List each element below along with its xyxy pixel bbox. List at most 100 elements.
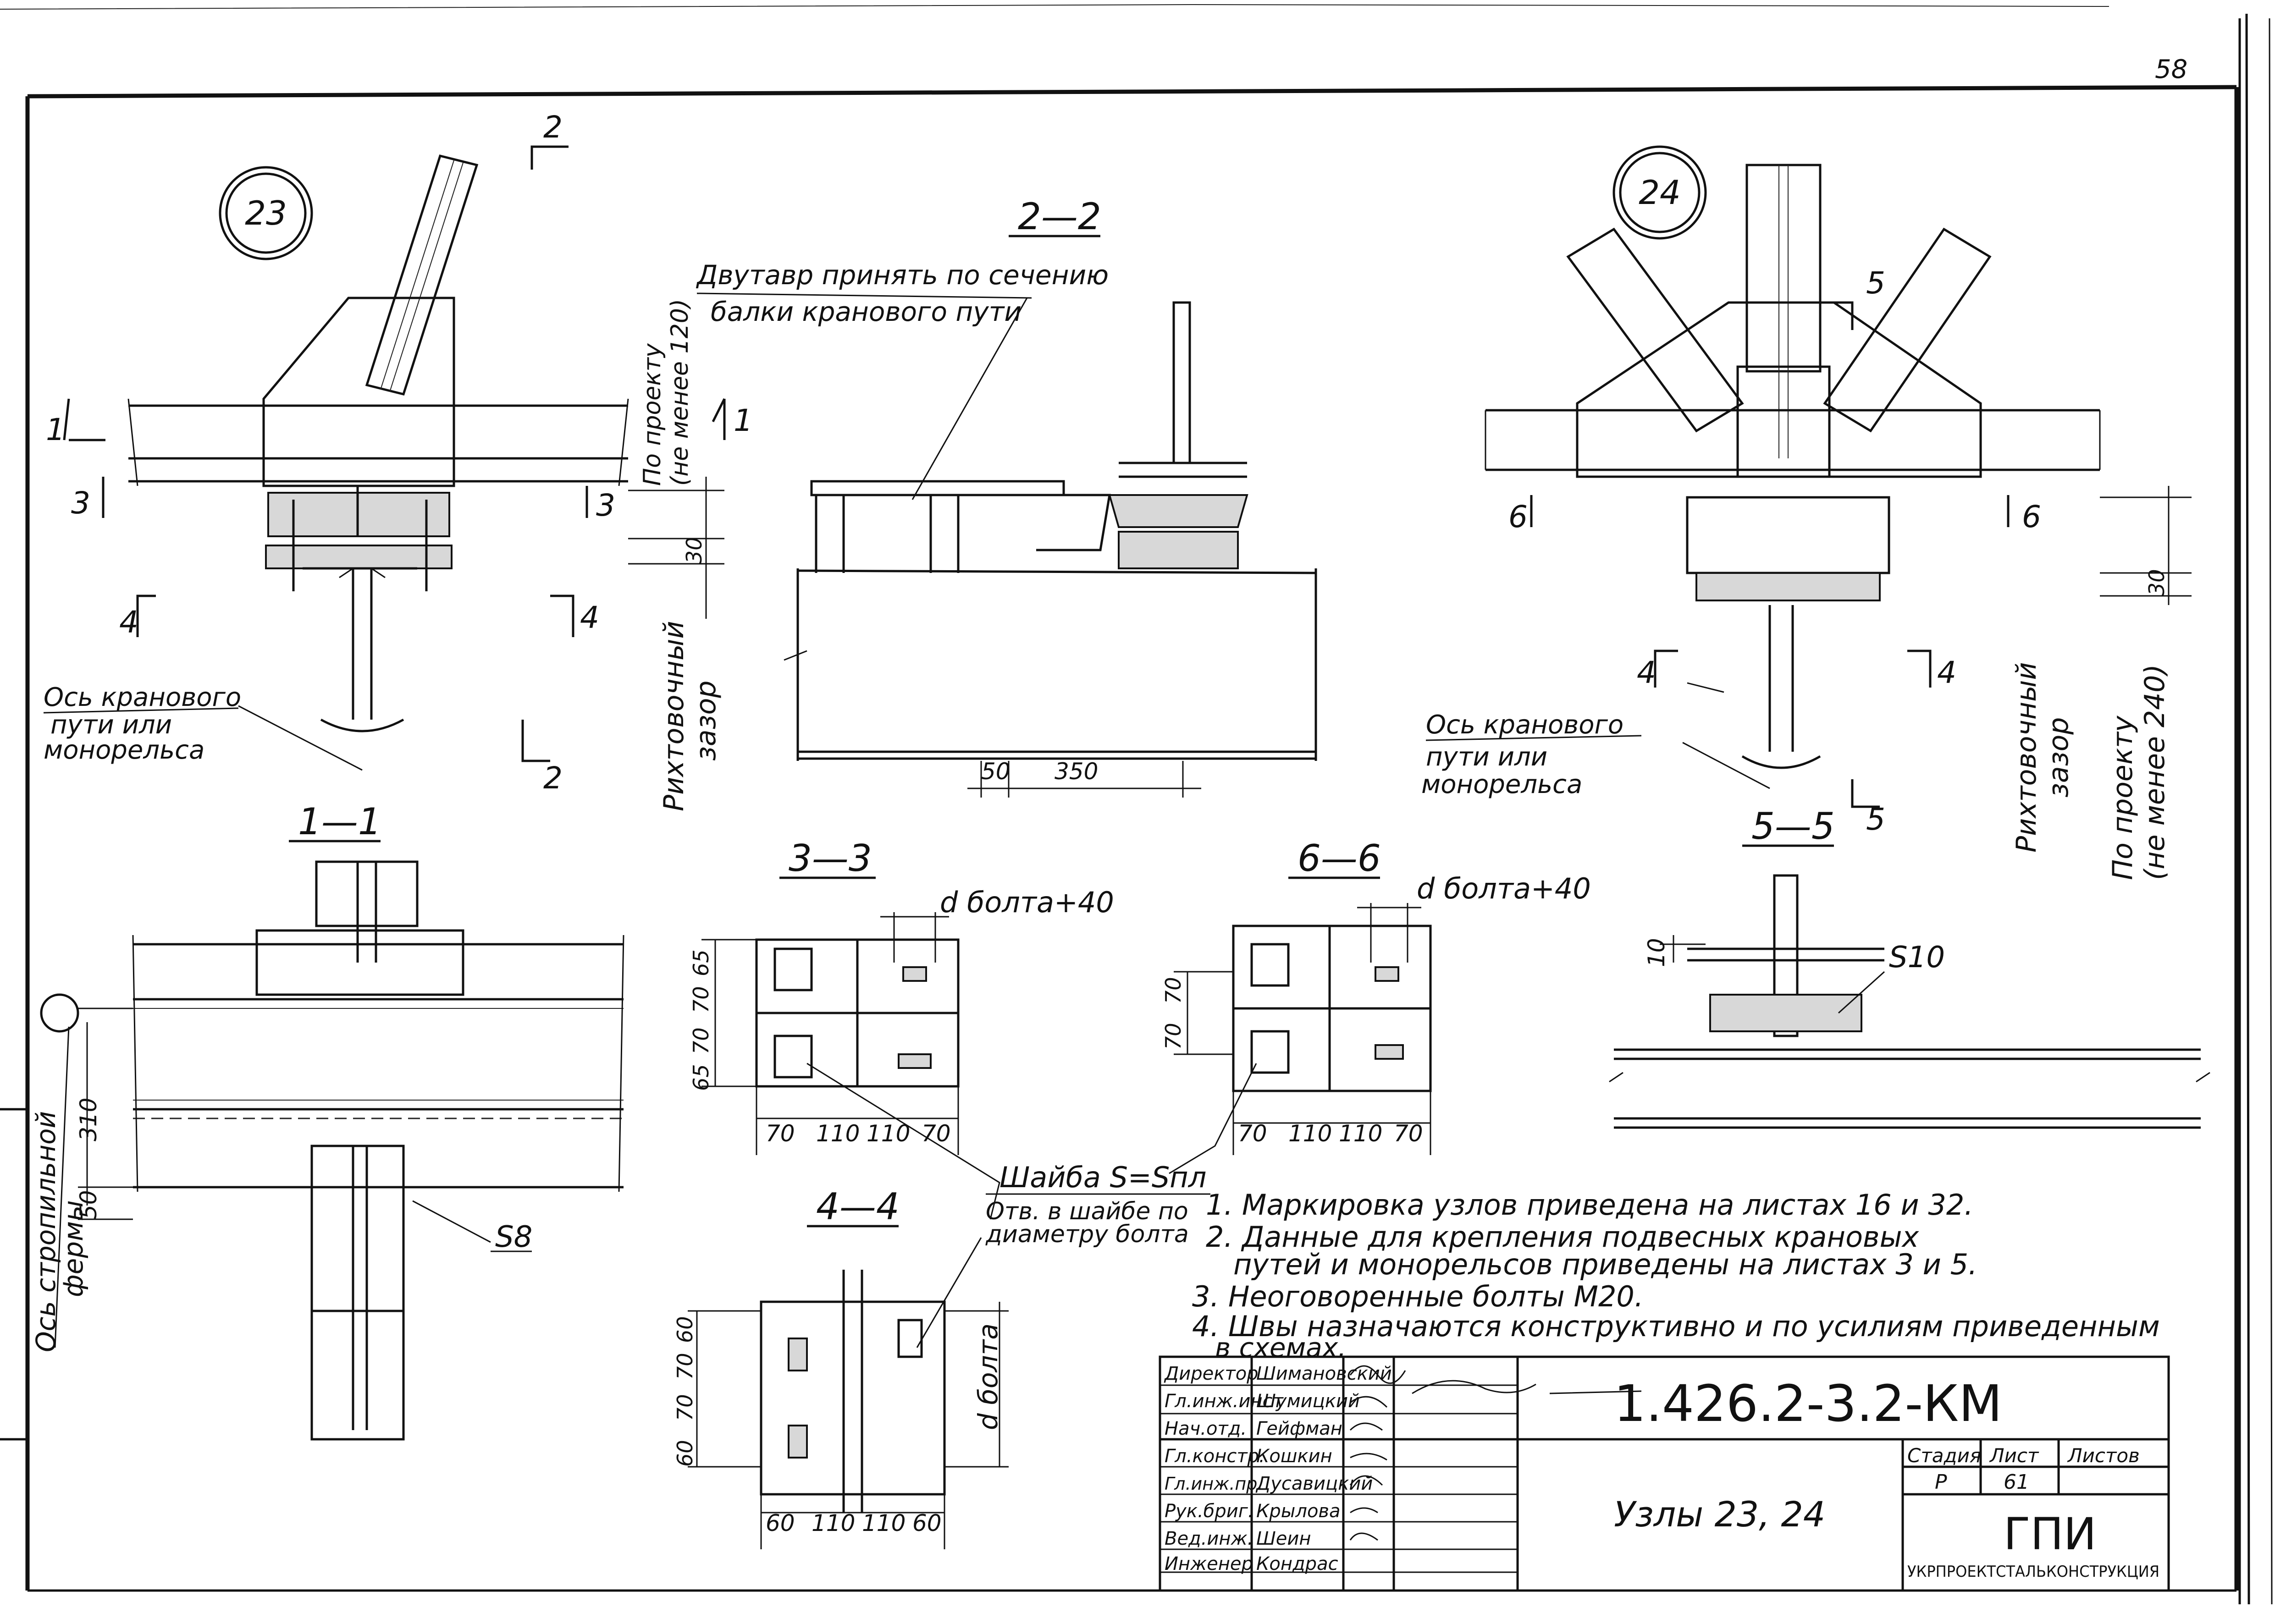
dim-50-s11: 50 [75, 1190, 102, 1219]
dim-110-a: 110 [816, 1120, 860, 1147]
note-3: 3. Неоговоренные болты М20. [1192, 1280, 1644, 1313]
s8-label: S8 [495, 1220, 532, 1254]
os-kran-left-line3: монорельса [44, 735, 204, 765]
dim-110-e: 110 [812, 1510, 855, 1536]
dim-10: 10 [1643, 938, 1670, 967]
section-4-4: 4—4 60 70 70 60 d болта 60 110 110 60 [673, 1185, 1009, 1549]
node-23-label: 23 [245, 194, 287, 232]
rikht-right-line1: Рихтовочный [2010, 662, 2043, 853]
d-bolta-s44: d болта [972, 1323, 1004, 1430]
note-2-cont: путей и монорельсов приведены на листах … [1233, 1248, 1977, 1281]
dim-70-d: 70 [922, 1120, 951, 1147]
section-5-5-title: 5—5 [1751, 805, 1835, 848]
os-kran-right-line2: пути или [1426, 742, 1547, 772]
dim-110-c: 110 [1288, 1120, 1332, 1147]
d-bolta-40-s33: d болта+40 [940, 886, 1114, 919]
section-1-1-title: 1—1 [298, 800, 381, 843]
po-proektu-240-line2: (не менее 240) [2139, 664, 2171, 880]
cut-mark-1-right: 1 [734, 403, 753, 438]
note-4-cont: в схемах. [1215, 1332, 1347, 1363]
tb-org-name: УКРПРОЕКТСТАЛЬКОНСТРУКЦИЯ [1907, 1563, 2159, 1581]
section-1-1: 1—1 S8 310 50 Ось стропильной фермы [30, 800, 624, 1441]
cut-mark-6-right: 6 [2022, 499, 2041, 534]
tb-name-8: Кондрас [1256, 1553, 1338, 1574]
node-23-cut-marks: 1 3 1 3 4 4 2 2 [46, 110, 753, 796]
dim-70-h: 70 [1394, 1120, 1423, 1147]
os-kranovogo-left: Ось кранового пути или монорельса [43, 683, 241, 765]
tb-name-4: Кошкин [1256, 1446, 1332, 1467]
note-1: 1. Маркировка узлов приведена на листах … [1206, 1188, 1973, 1222]
tb-role-1: Директор [1164, 1363, 1259, 1384]
tb-role-7: Вед.инж. [1165, 1528, 1253, 1549]
dim-60-b: 60 [673, 1440, 697, 1467]
cut-mark-4-n24-right: 4 [1937, 655, 1956, 690]
tb-sheets-label: Листов [2067, 1444, 2140, 1467]
dim-70-b: 70 [689, 1027, 713, 1054]
sheet-frame [0, 4, 2273, 1605]
cut-mark-3-left: 3 [71, 485, 90, 521]
dvutavr-label-line2: балки кранового пути [711, 296, 1022, 327]
dim-70-c: 70 [766, 1120, 795, 1147]
tb-name-7: Шеин [1256, 1528, 1311, 1549]
rikht-left-line1: Рихтовочный [658, 621, 690, 811]
dim-60-a: 60 [673, 1316, 697, 1343]
dim-70-f: 70 [1161, 1023, 1186, 1050]
tb-role-3: Нач.отд. [1165, 1418, 1247, 1439]
section-2-2: 2—2 Двутавр принять по сечению балки кра… [658, 195, 1317, 811]
s10-label: S10 [1889, 941, 1945, 974]
tb-role-6: Рук.бриг. [1165, 1501, 1253, 1522]
washer-callout: Шайба S=Sпл Отв. в шайбе по диаметру бол… [985, 1161, 1210, 1248]
rikht-right-line2: зазор [2043, 717, 2075, 798]
rikht-left-line2: зазор [690, 681, 722, 761]
os-kran-left-line1: Ось кранового [44, 683, 241, 712]
dim-350: 350 [1055, 758, 1098, 785]
tb-role-8: Инженер [1165, 1553, 1253, 1574]
cut-mark-2-bottom: 2 [543, 760, 563, 796]
sheet-number: 58 [2155, 55, 2187, 84]
section-3-3-title: 3—3 [789, 837, 872, 880]
os-strop-line2: фермы [58, 1200, 89, 1297]
dim-70-j: 70 [673, 1394, 697, 1421]
tb-name-2: Шумицкий [1256, 1391, 1360, 1412]
cut-mark-2-top: 2 [543, 110, 563, 145]
dim-30-node23: 30 [682, 537, 707, 564]
shaiba-line2: Отв. в шайбе по [986, 1198, 1188, 1225]
section-2-2-title: 2—2 [1018, 195, 1101, 238]
dim-70-i: 70 [673, 1353, 697, 1380]
signatures [1349, 1365, 1642, 1541]
po-proektu-120-line1: По проекту [639, 343, 666, 486]
os-kran-right-line1: Ось кранового [1426, 710, 1623, 740]
node-24-labels: Ось кранового пути или монорельса Рихтов… [1421, 662, 2171, 880]
dim-60-d: 60 [912, 1510, 942, 1536]
note-2: 2. Данные для крепления подвесных кранов… [1206, 1220, 1920, 1254]
dim-110-f: 110 [862, 1510, 906, 1536]
dim-60-c: 60 [766, 1510, 795, 1536]
tb-name-6: Крылова [1256, 1501, 1341, 1522]
notes-block: 1. Маркировка узлов приведена на листах … [1192, 1188, 2160, 1363]
node-23-view: 23 [127, 154, 629, 771]
section-6-6-title: 6—6 [1298, 837, 1381, 880]
os-kran-right-line3: монорельса [1421, 770, 1582, 799]
section-5-5: 5—5 10 S10 [1609, 805, 2210, 1129]
cut-mark-5-bottom: 5 [1866, 802, 1885, 837]
node-24-label: 24 [1639, 173, 1681, 212]
node-23-dims: 30 По проекту (не менее 120) [628, 299, 724, 578]
dim-110-b: 110 [867, 1120, 910, 1147]
dim-70-a: 70 [689, 986, 713, 1013]
cut-mark-4-right: 4 [580, 600, 599, 635]
tb-role-5: Гл.инж.пр. [1165, 1474, 1263, 1494]
shaiba-line3: диаметру болта [985, 1221, 1189, 1248]
tb-sheet-label: Лист [1989, 1444, 2039, 1467]
tb-role-2: Гл.инж.инст [1165, 1391, 1284, 1412]
po-proektu-240-line1: По проекту [2107, 715, 2139, 880]
tb-org-logo: ГПИ [2004, 1508, 2097, 1560]
section-4-4-title: 4—4 [816, 1185, 900, 1228]
tb-name-1: Шимановский [1256, 1363, 1392, 1384]
cut-mark-1-left: 1 [46, 412, 65, 447]
dim-50: 50 [981, 758, 1010, 785]
node-24-view: 24 5 5 6 6 4 4 30 [1485, 145, 2192, 837]
tb-name-3: Гейфман [1256, 1418, 1342, 1439]
tb-title: Узлы 23, 24 [1614, 1494, 1825, 1535]
dim-70-g: 70 [1238, 1120, 1267, 1147]
